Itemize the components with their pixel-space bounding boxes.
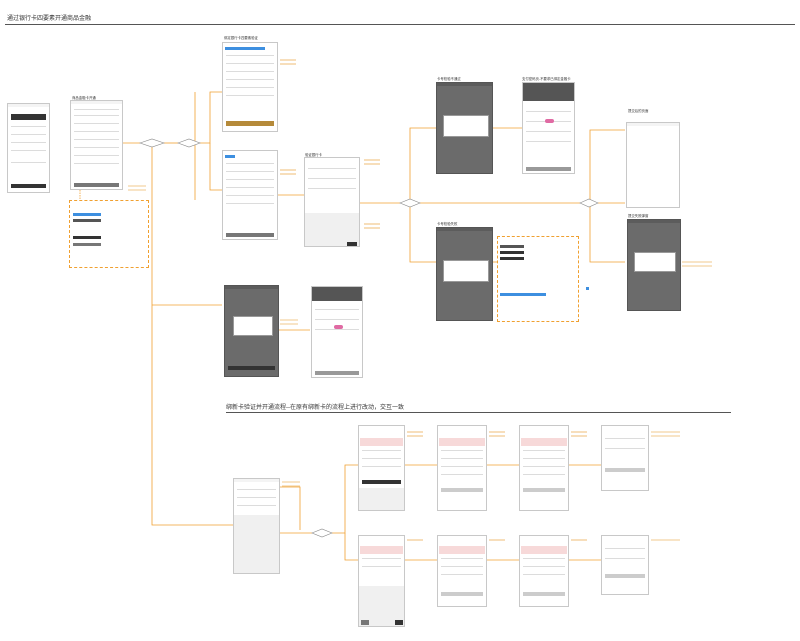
decision-diamond	[579, 198, 599, 208]
annotation-box-right	[497, 236, 579, 322]
phone-screen-b1	[358, 425, 405, 511]
screen-label: 支付密码页-不要求已绑定金融卡	[522, 77, 571, 81]
connector-line	[409, 127, 436, 203]
screen-label: 卡号校验不通过	[437, 77, 461, 81]
connector-line	[209, 143, 222, 191]
phone-screen-dark-b	[436, 227, 493, 321]
phone-screen-verify-top	[222, 42, 278, 132]
connector-line	[344, 533, 358, 561]
section-title: 绑新卡验证并开通流程--在原有绑新卡的流程上进行改动，交互一致	[226, 405, 404, 411]
phone-screen-newcard	[233, 478, 280, 574]
screen-label: 提交后的页面	[628, 109, 649, 113]
connector-line	[332, 464, 358, 534]
phone-screen-dark-c	[627, 219, 681, 311]
phone-screen-b4	[601, 425, 649, 491]
phone-screen-dark-mid	[224, 285, 279, 377]
connector-line	[589, 203, 625, 263]
phone-screen-verify-mid	[222, 150, 278, 240]
screen-label: 绑定银行卡四要素验证	[224, 36, 258, 40]
decision-diamond	[311, 528, 333, 538]
phone-screen-list	[70, 100, 123, 190]
connector-line	[151, 143, 233, 526]
annotation-box	[69, 200, 149, 268]
phone-screen-card-verify	[304, 157, 360, 247]
decision-diamond	[177, 138, 201, 148]
phone-screen-b3	[519, 425, 569, 511]
phone-screen-b7	[519, 535, 569, 607]
phone-screen-bank-list-a	[522, 82, 575, 174]
screen-label: 商品金融卡开通	[72, 96, 96, 100]
decision-diamond	[399, 198, 421, 208]
phone-screen-b8	[601, 535, 649, 595]
phone-screen-b2	[437, 425, 487, 511]
connector-line	[409, 203, 436, 263]
decision-diamond	[139, 138, 165, 148]
phone-screen-b5	[358, 535, 405, 627]
connector-line	[200, 91, 222, 144]
title-rule	[5, 24, 795, 25]
phone-screen-blank	[626, 122, 680, 208]
section-rule	[226, 412, 731, 413]
main-title: 通过银行卡四要素开通商品金融	[7, 16, 92, 22]
blue-marker	[586, 287, 589, 290]
screen-label: 验证银行卡	[305, 153, 322, 157]
phone-screen-bank-list-mid	[311, 286, 363, 378]
screen-label: 提交失败弹窗	[628, 214, 649, 218]
connector-line	[589, 129, 625, 203]
phone-screen-left	[7, 103, 50, 193]
phone-screen-b6	[437, 535, 487, 607]
screen-label: 卡号校验失败	[437, 222, 458, 226]
phone-screen-dark-a	[436, 82, 493, 174]
